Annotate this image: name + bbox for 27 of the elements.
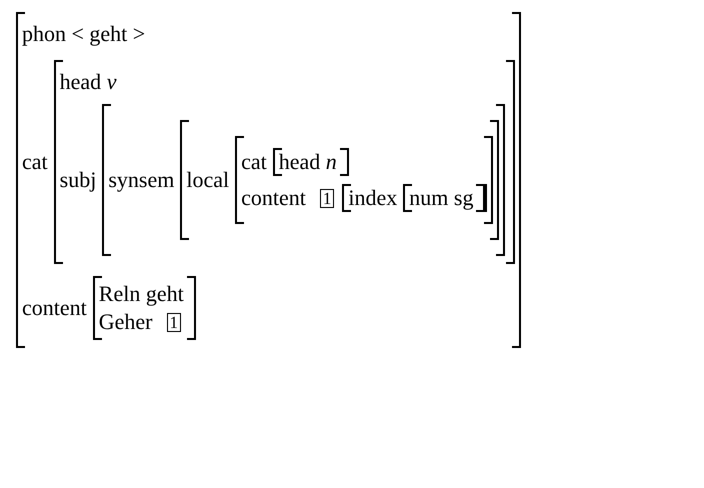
feature-text: subj bbox=[60, 166, 96, 194]
feature-text: Reln geht bbox=[98, 280, 184, 308]
feature-text: cat bbox=[241, 148, 267, 176]
feature-text: head n bbox=[278, 148, 337, 176]
feature-text: content bbox=[22, 294, 87, 322]
feature-text: Geher bbox=[98, 308, 153, 336]
attribute-value-matrix bbox=[54, 60, 516, 264]
attribute-value-matrix bbox=[342, 184, 488, 212]
tag-box bbox=[320, 188, 334, 208]
attribute-value-matrix bbox=[102, 104, 506, 256]
feature-text: content bbox=[241, 184, 306, 212]
tag-box bbox=[166, 312, 182, 332]
attribute-value-matrix bbox=[272, 148, 349, 176]
feature-text: local bbox=[186, 166, 230, 194]
feature-text: synsem bbox=[108, 166, 174, 194]
attribute-value-matrix bbox=[403, 184, 486, 212]
feature-text: phon < geht > bbox=[22, 20, 146, 48]
attribute-value-matrix bbox=[180, 120, 500, 240]
feature-text: num sg bbox=[409, 184, 474, 212]
attribute-value-matrix bbox=[92, 276, 196, 340]
attribute-value-matrix bbox=[16, 12, 522, 348]
tag-number: 1 bbox=[170, 314, 178, 330]
feature-text: head v bbox=[60, 68, 116, 96]
feature-text: index bbox=[348, 184, 398, 212]
feature-text: cat bbox=[22, 148, 48, 176]
attribute-value-matrix bbox=[235, 136, 494, 224]
tag-number: 1 bbox=[322, 190, 332, 206]
